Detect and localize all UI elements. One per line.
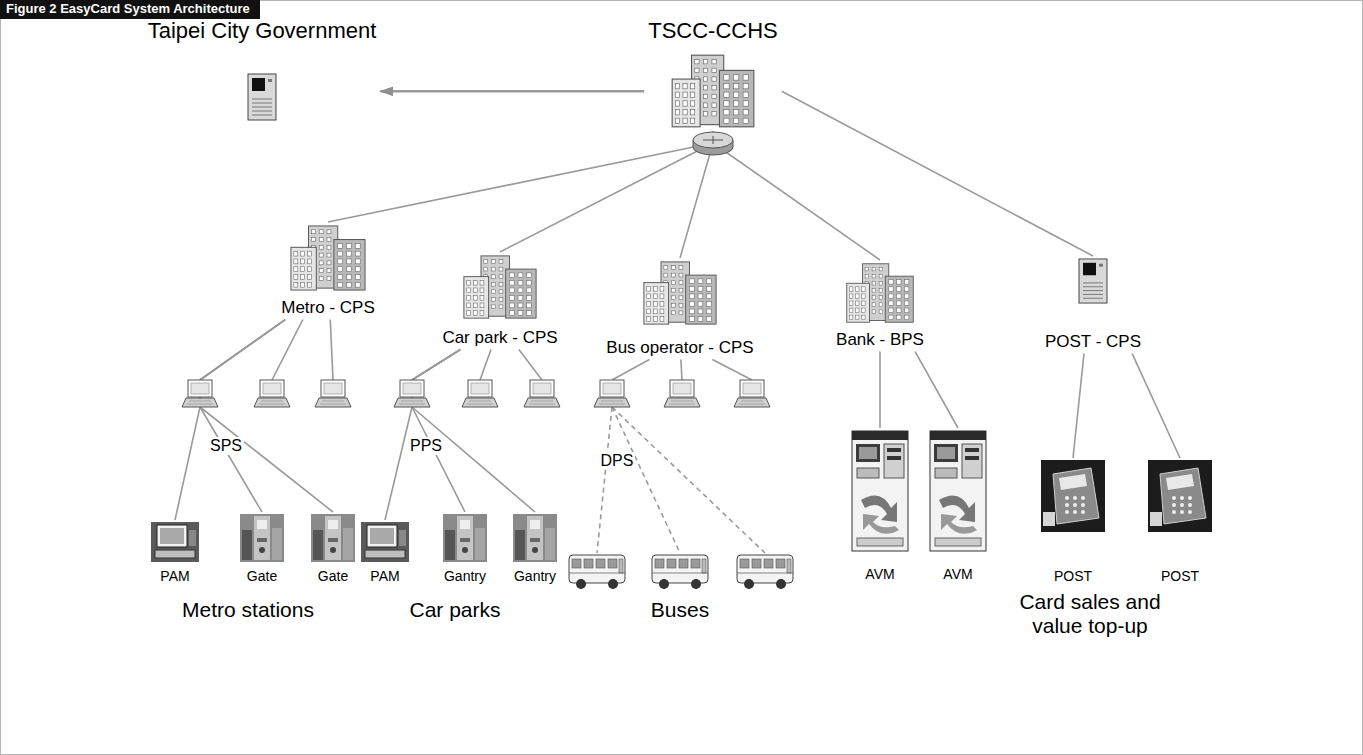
link-line [480,350,491,380]
gate-photo [513,514,557,562]
group-label: Car parks [409,598,500,622]
connector [879,352,881,428]
node-label: PAM [160,568,189,584]
connector [782,91,1093,256]
connector [175,320,285,520]
connector [328,131,713,222]
node-label: AVM [865,566,894,582]
node-label: POST [1161,568,1199,584]
pam-photo [361,522,409,562]
pam-device: PAM [147,520,203,586]
connector [200,320,333,512]
node-label: Taipei City Government [148,18,377,43]
gate-device: Gate [236,512,288,586]
link-label: DPS [599,452,636,470]
bus-processing-system: Bus operator - CPS [602,258,757,360]
node-label: PAM [370,568,399,584]
node-label: Bank - BPS [836,330,924,350]
node-label: TSCC-CCHS [648,18,778,43]
building-icon [845,262,915,324]
connector [380,90,644,93]
avm-photo [851,430,909,552]
bus-icons [569,555,793,589]
connector [412,350,465,512]
post-terminal-photo [1148,460,1212,532]
connector [200,320,285,512]
link-line [272,320,303,380]
connector [412,350,535,512]
router-icon [693,132,733,155]
building-icon [289,224,367,292]
figure-title: Figure 2 EasyCard System Architecture [0,0,260,19]
group-label: Card sales and value top-up [1010,590,1170,638]
gantry-device: Gantry [509,512,561,586]
node-label: Gantry [514,568,556,584]
connector [1073,354,1084,458]
building-icon [642,260,718,326]
link-line [612,360,649,380]
carpark-processing-system: Car park - CPS [438,252,561,350]
node-label: AVM [943,566,972,582]
link-label: PPS [408,437,444,455]
bus-radio-links [597,407,765,553]
connector [713,131,880,260]
gate-photo [311,514,355,562]
post-terminal-photo [1041,460,1105,532]
government-server: Taipei City Government [144,16,381,123]
avm-machine: AVM [925,428,991,584]
node-label: Gate [247,568,277,584]
gate-photo [240,514,284,562]
gate-photo [443,514,487,562]
node-label: POST [1054,568,1092,584]
pam-photo [151,522,199,562]
node-label: Gantry [444,568,486,584]
connector [500,131,713,252]
gate-device: Gate [307,512,359,586]
post-processing-system: POST - CPS [1041,256,1145,354]
connector [915,352,958,428]
metro-processing-system: Metro - CPS [277,222,379,320]
server-icon [246,73,278,121]
avm-photo [929,430,987,552]
link-line [681,360,682,380]
post-terminal: POST [1037,458,1109,586]
node-label: Metro - CPS [281,298,375,318]
group-label: Buses [651,598,709,622]
clearing-house: TSCC-CCHS [644,16,782,131]
building-icon [670,53,756,129]
node-label: Bus operator - CPS [606,338,753,358]
link-label: SPS [208,437,244,455]
post-terminal: POST [1144,458,1216,586]
group-label: Metro stations [182,598,314,622]
bank-processing-system: Bank - BPS [832,260,928,352]
link-line [712,360,752,380]
computer-icons [182,380,770,407]
building-icon [462,254,538,320]
gantry-device: Gantry [439,512,491,586]
connector [1132,354,1180,458]
node-label: Gate [318,568,348,584]
node-label: POST - CPS [1045,332,1141,352]
avm-machine: AVM [847,428,913,584]
pam-device: PAM [357,520,413,586]
link-line [519,350,542,380]
server-icon [1077,258,1109,304]
link-line [330,320,333,380]
node-label: Car park - CPS [442,328,557,348]
connector [385,350,460,520]
